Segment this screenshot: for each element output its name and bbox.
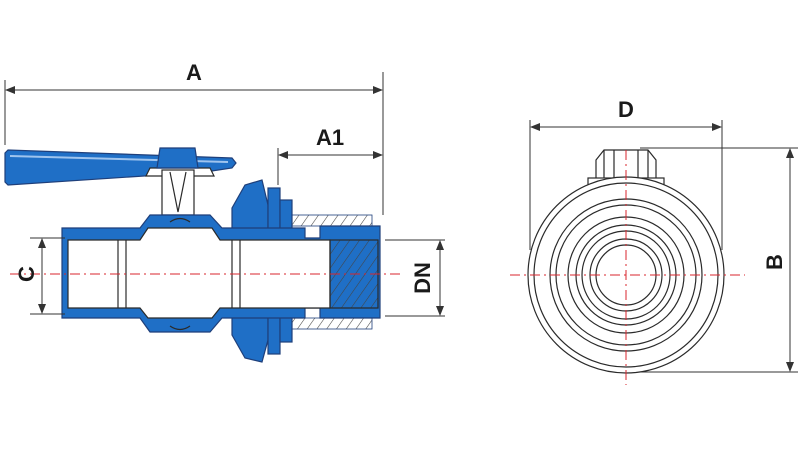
valve-body [61, 214, 381, 333]
dimension-a1: A1 [277, 125, 383, 185]
handle-lever [4, 149, 237, 186]
valve-stem [156, 147, 199, 216]
dimension-a1-label: A1 [316, 125, 344, 150]
dimension-b-label: B [762, 254, 787, 270]
end-view: D B [510, 97, 798, 385]
dimension-d-label: D [618, 97, 634, 122]
dimension-c: C [14, 237, 65, 315]
dimension-a-label: A [186, 60, 202, 85]
dimension-dn-label: DN [410, 262, 435, 294]
dimension-a: A [4, 60, 384, 215]
dimension-c-label: C [14, 266, 39, 282]
side-view: A A1 [4, 60, 445, 363]
dimension-dn: DN [385, 239, 445, 317]
dimension-b: B [640, 147, 798, 373]
dimension-d: D [529, 97, 723, 250]
